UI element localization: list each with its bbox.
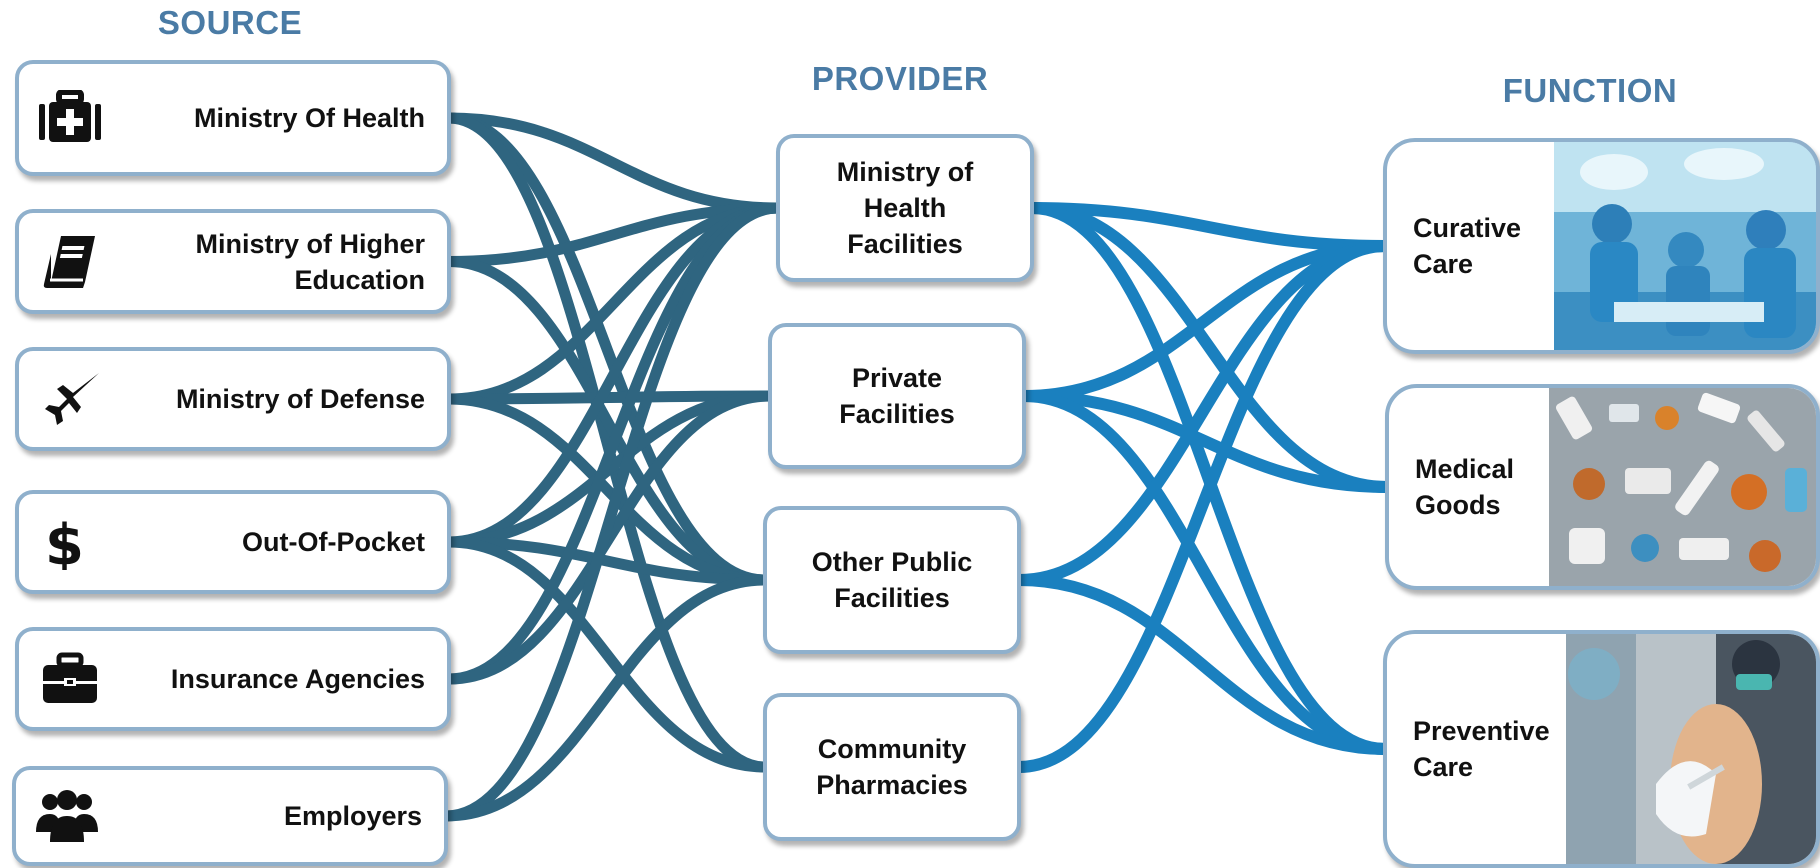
source-ministry-of-health: Ministry Of Health <box>15 60 451 176</box>
link-mhe-mohf <box>448 202 779 267</box>
link-oop-comm <box>448 536 766 773</box>
source-ministry-of-higher-education: Ministry of Higher Education <box>15 209 451 314</box>
provider-function-links <box>1018 202 1388 773</box>
link-moh-mohf <box>448 112 779 214</box>
link-priv-prev <box>1023 390 1386 755</box>
fighter-jet-icon <box>39 371 101 427</box>
link-priv-cur <box>1023 240 1386 402</box>
provider-private-facilities: Private Facilities <box>768 323 1026 469</box>
link-moh-opub <box>448 112 766 586</box>
provider-community-pharmacies: Community Pharmacies <box>763 693 1021 841</box>
link-mohf-cur <box>1031 202 1386 252</box>
provider-title: PROVIDER <box>811 60 989 97</box>
briefcase-icon <box>39 651 101 707</box>
link-opub-cur <box>1018 240 1386 586</box>
link-mhe-opub <box>448 256 766 586</box>
source-title: SOURCE <box>157 4 303 41</box>
source-label: Ministry Of Health <box>193 103 425 133</box>
source-label: Ministry of Higher Education <box>195 228 425 295</box>
function-curative-care: Curative Care <box>1383 138 1820 354</box>
source-label: Insurance Agencies <box>170 664 425 694</box>
function-label: Preventive Care <box>1413 716 1550 782</box>
function-label: Curative Care <box>1413 213 1522 279</box>
provider-label: Other Public Facilities <box>811 547 973 613</box>
svg-text:$: $ <box>45 514 84 570</box>
source-label: Out-Of-Pocket <box>241 527 425 557</box>
link-moh-comm <box>448 112 766 773</box>
dollar-sign-icon: $ <box>39 513 101 578</box>
link-opub-prev <box>1018 574 1386 755</box>
surgery-photo <box>1554 142 1816 350</box>
function-title: FUNCTION <box>1502 72 1678 109</box>
provider-label: Ministry of Health Facilities <box>836 157 974 259</box>
link-comm-cur <box>1018 240 1386 773</box>
function-label: Medical Goods <box>1415 454 1515 520</box>
link-mod-mohf <box>448 202 779 405</box>
function-medical-goods: Medical Goods <box>1385 384 1820 590</box>
link-mod-opub <box>448 393 766 586</box>
book-icon <box>39 234 101 290</box>
function-preventive-care: Preventive Care <box>1383 630 1820 868</box>
first-aid-kit-icon <box>39 89 101 146</box>
medical-supplies-photo <box>1549 388 1816 586</box>
users-icon <box>36 788 98 844</box>
link-emp-opub <box>445 574 766 822</box>
source-provider-links <box>445 112 779 822</box>
link-mod-priv <box>448 390 771 405</box>
source-out-of-pocket: $ Out-Of-Pocket <box>15 490 451 594</box>
source-label: Employers <box>283 801 422 831</box>
source-label: Ministry of Defense <box>175 384 425 414</box>
source-ministry-of-defense: Ministry of Defense <box>15 347 451 451</box>
source-employers: Employers <box>12 766 448 866</box>
provider-label: Community Pharmacies <box>816 734 968 800</box>
link-oop-opub <box>448 536 766 586</box>
link-mohf-med <box>1031 202 1388 493</box>
link-priv-med <box>1023 390 1388 493</box>
provider-label: Private Facilities <box>839 363 955 429</box>
link-emp-mohf <box>445 202 779 822</box>
provider-ministry-of-health-facilities: Ministry of Health Facilities <box>776 134 1034 282</box>
provider-other-public-facilities: Other Public Facilities <box>763 506 1021 654</box>
source-insurance-agencies: Insurance Agencies <box>15 627 451 731</box>
vaccination-photo <box>1566 634 1816 864</box>
